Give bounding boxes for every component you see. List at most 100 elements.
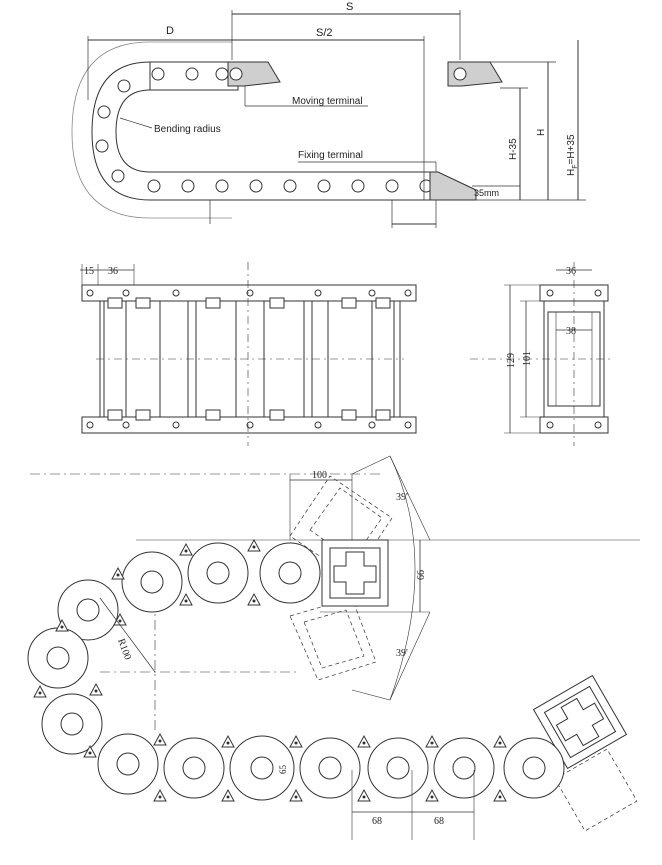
dim-65-label: 65 <box>278 765 288 775</box>
dim-129-label: 129 <box>506 353 517 368</box>
chain-link-hole <box>97 105 111 119</box>
chain-link-hole <box>215 67 229 81</box>
angle-arc <box>389 455 416 701</box>
upper-terminal-inner <box>329 547 381 599</box>
link-connector-dot <box>226 741 230 745</box>
dim-H35-label: H-35 <box>508 138 519 160</box>
chain-roller-pin <box>386 756 410 780</box>
section-view-end <box>470 262 612 446</box>
chain-roller-pin <box>522 756 546 780</box>
link-connector-dot <box>294 741 298 745</box>
flange-hole <box>172 421 180 429</box>
dim-HF-label: HF=H+35 <box>566 134 579 176</box>
chain-roller-pin <box>318 756 342 780</box>
chain-link-hole <box>351 179 365 193</box>
chain-link-hole <box>317 179 331 193</box>
link-connector-dot <box>362 795 366 799</box>
dim-S-label: S <box>346 1 353 13</box>
link-tab <box>107 297 123 309</box>
link-connector-dot <box>118 619 122 623</box>
dim-101-label: 101 <box>522 351 533 366</box>
chain-link-hole <box>111 169 125 183</box>
chain-link-hole <box>147 179 161 193</box>
link-connector-dot <box>294 795 298 799</box>
link-tab <box>205 409 221 421</box>
chain-roller-pin <box>46 646 70 670</box>
fixing-terminal-label: Fixing terminal <box>298 150 363 161</box>
chain-link-hole <box>95 139 109 153</box>
dim-35mm-label: 35mm <box>474 188 499 198</box>
flange-hole <box>246 289 254 297</box>
link-connector-dot <box>252 599 256 603</box>
link-connector-dot <box>430 741 434 745</box>
dim-39-top-label: 39' <box>396 492 408 503</box>
link-connector-dot <box>430 795 434 799</box>
link-connector-dot <box>252 545 256 549</box>
top-view-chain-layout <box>71 10 586 228</box>
moving-terminal-end-hole <box>453 67 467 81</box>
dim-39-bottom-label: 39' <box>396 648 408 659</box>
link-tab <box>341 297 357 309</box>
dim-D-label: D <box>166 25 174 37</box>
dim-R100-label: R100 <box>115 637 133 661</box>
dim-H-label: H <box>536 129 547 136</box>
chain-roller-pin <box>76 598 100 622</box>
chain-roller-pin <box>182 756 206 780</box>
bend-inner <box>115 89 151 173</box>
flange-hole <box>246 421 254 429</box>
link-tab <box>107 409 123 421</box>
dim-68-right-label: 68 <box>434 816 444 827</box>
moving-terminal-hole <box>229 67 243 81</box>
chain-link-hole <box>385 179 399 193</box>
chain-link-hole <box>117 79 131 93</box>
link-connector-dot <box>116 573 120 577</box>
dim-66-label: 66 <box>416 570 427 580</box>
section-hole-3 <box>546 421 554 429</box>
link-connector-dot <box>184 599 188 603</box>
chain-link-hole <box>185 67 199 81</box>
flange-hole <box>404 289 412 297</box>
moving-terminal-bracket <box>227 61 281 87</box>
flange-hole <box>86 421 94 429</box>
dim-36-right-label: 36 <box>566 266 576 277</box>
flange-hole <box>314 289 322 297</box>
link-connector-dot <box>60 625 64 629</box>
chain-roller-pin <box>250 756 274 780</box>
leader-bending <box>119 117 153 129</box>
section-hole-1 <box>546 289 554 297</box>
chain-roller-pin <box>140 570 164 594</box>
middle-view-side <box>80 262 417 446</box>
moving-terminal-label: Moving terminal <box>292 96 363 107</box>
chain-roller-pin <box>116 752 140 776</box>
link-tab <box>341 409 357 421</box>
dim-15-label: 15 <box>84 266 94 277</box>
bend-outer <box>91 61 151 201</box>
bend-envelope <box>71 41 232 219</box>
dim-HF-main: H <box>566 169 577 176</box>
dim-HF-sub: F <box>572 164 579 168</box>
chain-roller-pin <box>452 756 476 780</box>
chain-roller-pin <box>60 712 84 736</box>
chain-link-hole <box>249 179 263 193</box>
bending-radius-label: Bending radius <box>154 124 221 135</box>
flange-hole <box>122 289 130 297</box>
swept-terminal-bottom <box>289 597 377 681</box>
link-connector-dot <box>88 751 92 755</box>
angle-arc-top <box>351 455 431 541</box>
link-tab <box>269 409 285 421</box>
dim-HF-group: HF=H+35 <box>566 134 579 176</box>
chain-link-hole <box>151 67 165 81</box>
link-tab <box>135 297 151 309</box>
bottom-view-chain-detail <box>27 455 640 840</box>
dim-36-left-label: 36 <box>108 266 118 277</box>
section-hole-4 <box>594 421 602 429</box>
upper-terminal-cross <box>333 551 377 595</box>
chain-link-hole <box>283 179 297 193</box>
link-connector-dot <box>184 549 188 553</box>
lower-terminal-block <box>532 674 628 770</box>
chain-roller-pin <box>278 561 302 585</box>
dim-HF-tail: =H+35 <box>566 134 577 164</box>
link-connector-dot <box>362 741 366 745</box>
